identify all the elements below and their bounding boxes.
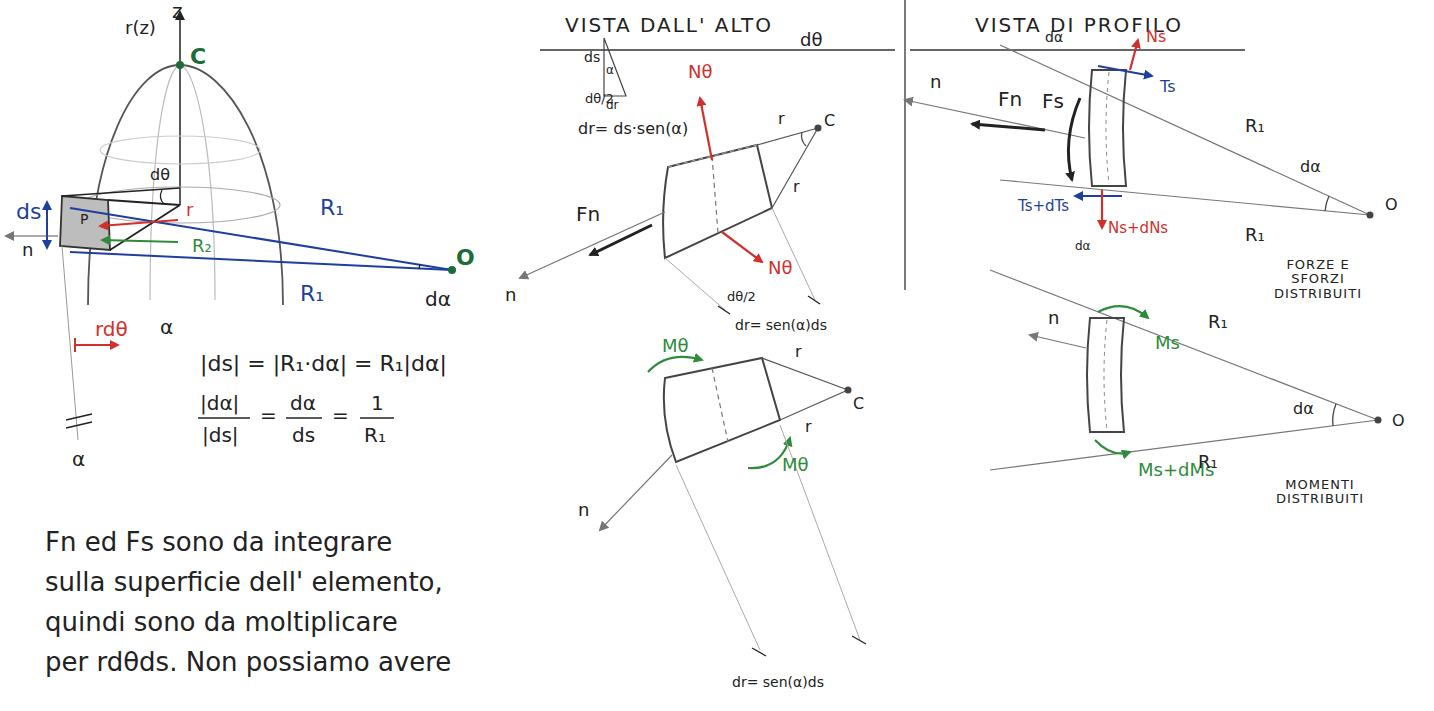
label-text: Fs — [1042, 90, 1064, 112]
label-text: ds — [584, 50, 600, 65]
label-text: FORZE E SFORZI DISTRIBUITI — [1258, 258, 1378, 301]
label-text: r(z) — [125, 18, 156, 38]
label-text: 1 — [371, 392, 384, 414]
label-text: C — [853, 395, 864, 413]
label-text: MOMENTI DISTRIBUITI — [1270, 478, 1370, 507]
top-view-figure — [520, 0, 905, 656]
label-text: VISTA DALL' ALTO — [565, 14, 773, 36]
label-text: sulla superficie dell' elemento, — [45, 568, 443, 597]
label-text: dr= sen(α)ds — [732, 675, 824, 690]
label-text: R₁ — [1208, 312, 1228, 332]
label-text: dθ — [150, 166, 170, 184]
label-text: Mθ — [782, 455, 809, 475]
label-text: dα — [425, 288, 451, 310]
label-text: α — [160, 316, 173, 338]
label-text: dr= sen(α)ds — [735, 318, 827, 333]
label-text: R₂ — [192, 236, 212, 256]
label-text: R₁ — [300, 282, 324, 306]
label-text: n — [505, 285, 516, 305]
label-text: Ts+dTs — [1018, 198, 1069, 215]
label-text: |dα| — [200, 392, 239, 414]
label-text: dα — [290, 392, 316, 414]
label-text: Ns+dNs — [1108, 220, 1168, 237]
label-text: dr= ds·sen(α) — [578, 120, 688, 138]
label-text: |ds| = |R₁·dα| = R₁|dα| — [200, 352, 447, 376]
label-text: α — [72, 448, 85, 470]
label-text: dα — [1045, 30, 1063, 45]
label-text: R₁ — [1245, 116, 1265, 136]
label-text: r — [778, 110, 785, 128]
label-text: r — [795, 343, 802, 361]
label-text: ds — [16, 200, 41, 224]
label-text: n — [22, 240, 33, 260]
label-text: Mθ — [662, 336, 689, 356]
label-text: Nθ — [688, 62, 712, 82]
label-text: R₁ — [364, 424, 386, 446]
label-text: |ds| — [202, 424, 239, 446]
label-text: ds — [292, 424, 315, 446]
label-text: P — [80, 212, 88, 227]
label-text: dθ/2 — [585, 92, 614, 106]
label-text: n — [930, 72, 941, 92]
label-text: Ms — [1155, 333, 1180, 353]
label-text: r — [793, 178, 800, 196]
label-text: z — [172, 0, 183, 22]
label-text: Fn — [576, 203, 600, 225]
label-text: O — [456, 246, 475, 270]
label-text: O — [1385, 196, 1398, 214]
label-text: rdθ — [95, 318, 128, 340]
label-text: n — [1048, 308, 1059, 328]
label-text: R₁ — [1245, 225, 1265, 245]
label-text: O — [1392, 412, 1405, 430]
label-text: quindi sono da moltiplicare — [45, 608, 398, 637]
label-text: dα — [1293, 400, 1314, 418]
label-text: R₁ — [320, 196, 344, 220]
label-text: Fn ed Fs sono da integrare — [45, 528, 392, 557]
label-text: dθ — [800, 30, 822, 50]
label-text: = — [260, 404, 277, 426]
profile-view-figure — [905, 40, 1382, 470]
label-text: C — [190, 45, 206, 69]
label-text: dα — [1300, 158, 1321, 176]
label-text: Ts — [1160, 78, 1175, 96]
label-text: n — [578, 500, 589, 520]
label-text: α — [606, 64, 614, 77]
label-text: R₁ — [1198, 452, 1218, 472]
label-text: = — [332, 404, 349, 426]
label-text: dα — [1075, 240, 1091, 253]
label-text: dθ/2 — [727, 290, 756, 304]
label-text: C — [824, 112, 835, 130]
label-text: Nθ — [768, 258, 792, 278]
dome-figure — [6, 12, 456, 440]
label-text: Ns — [1146, 28, 1166, 46]
label-text: per rdθds. Non possiamo avere — [45, 648, 451, 677]
label-text: r — [186, 200, 193, 220]
label-text: r — [805, 418, 812, 436]
label-text: Fn — [998, 88, 1022, 110]
